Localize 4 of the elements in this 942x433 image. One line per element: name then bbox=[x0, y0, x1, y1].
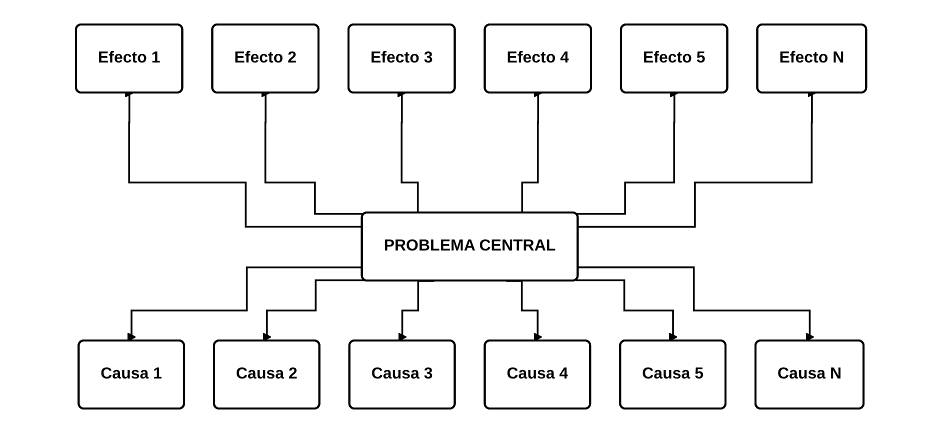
arrow bbox=[578, 266, 814, 342]
arrow bbox=[262, 279, 365, 342]
arrow bbox=[127, 266, 362, 342]
arrow bbox=[576, 279, 678, 342]
